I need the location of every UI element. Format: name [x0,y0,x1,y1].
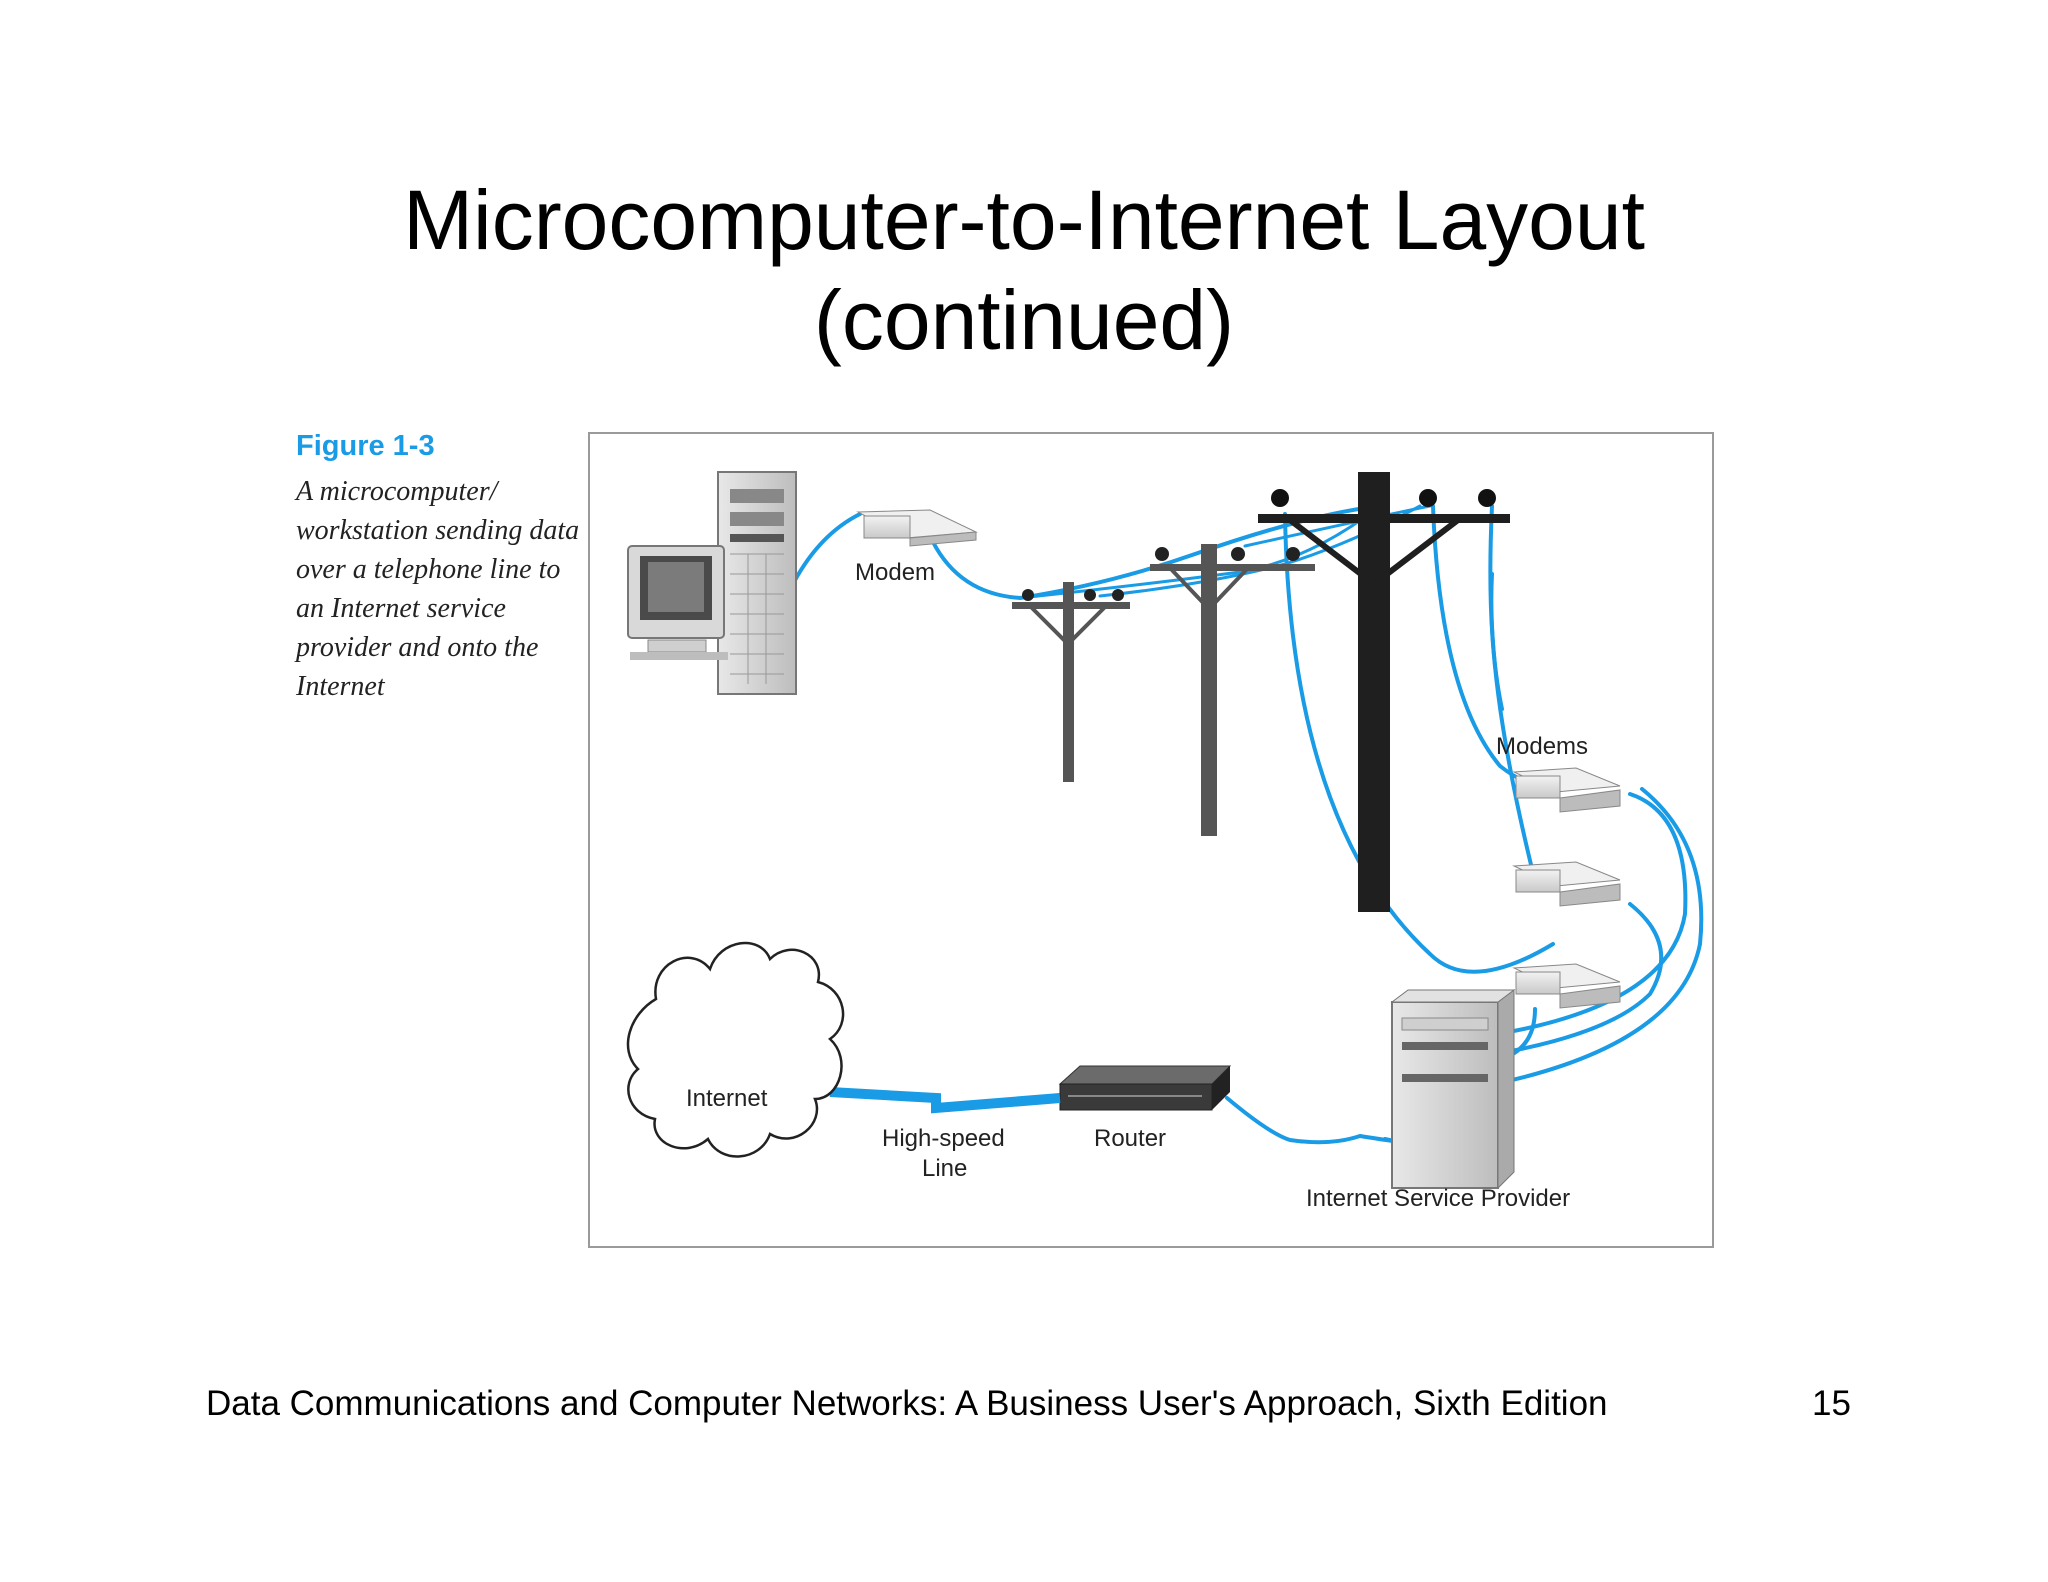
slide-title-line-2: (continued) [813,273,1235,367]
pole-small [1012,582,1130,782]
cable-modem-1-to-isp [1496,792,1688,1036]
cable-pc-to-modem [792,512,862,584]
cable-pole-to-modem-3 [1489,572,1537,883]
modem-stack-icon-2 [1512,861,1621,907]
label-high-speed-2: Line [922,1155,967,1182]
modem-icon [856,509,978,547]
cables [792,504,1704,1145]
workstation [627,471,797,695]
label-modems: Modems [1496,733,1588,760]
slide-title-line-1: Microcomputer-to-Internet Layout [403,173,1645,267]
network-diagram: Modem Modems Internet Service Provider [588,432,1714,1248]
figure-caption-text: A microcomputer/ workstation sending dat… [296,476,580,702]
pole-medium [1150,544,1315,836]
label-modem: Modem [855,559,935,586]
figure-label: Figure 1-3 [296,430,435,462]
internet-cloud-icon [626,941,845,1158]
isp-server-icon [1390,989,1516,1190]
label-internet: Internet [686,1085,768,1112]
cable-modem-stack-to-isp-a [1493,787,1704,1086]
tower-computer [717,471,797,695]
modem-stack-icon-3 [1512,963,1621,1009]
cable-modem-mid-to-isp [1493,902,1664,1056]
label-router: Router [1094,1125,1166,1152]
figure-caption: Figure 1-3 A microcomputer/ workstation … [296,428,586,706]
footer-text: Data Communications and Computer Network… [206,1384,1608,1423]
cable-router-to-isp [1225,1096,1396,1145]
high-speed-line [829,1087,1061,1114]
router-icon [1058,1065,1232,1111]
page-number: 15 [1812,1384,1851,1423]
monitor [627,545,728,660]
pole-large [1258,472,1510,912]
utility-poles [1012,472,1510,912]
label-isp: Internet Service Provider [1306,1185,1570,1212]
modem-stack-icon-1 [1512,767,1621,813]
network-diagram-svg: Modem Modems Internet Service Provider [626,471,1704,1212]
label-high-speed-1: High-speed [882,1125,1005,1152]
slide-title: Microcomputer-to-Internet Layout (contin… [0,170,2048,370]
